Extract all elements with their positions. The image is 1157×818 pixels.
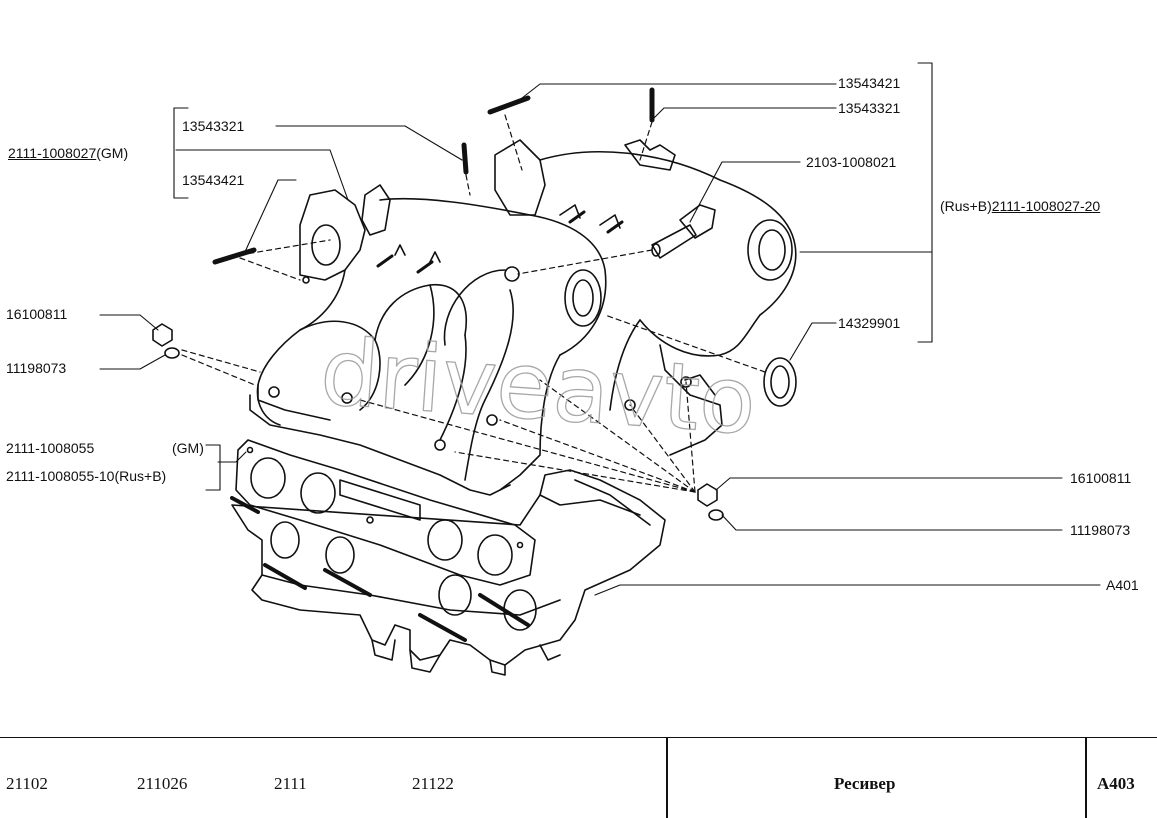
- manifold-rus-prefix: (Rus+B): [940, 198, 992, 214]
- callout-gasket-gm: 2111-1008055: [6, 440, 95, 456]
- cylinder-head-drawing: [230, 469, 666, 676]
- sheet-title: Ресивер: [834, 774, 896, 793]
- title-block: 21102 211026 2111 21122 Ресивер A403: [0, 737, 1157, 818]
- callout-washer-right: 11198073: [1070, 522, 1131, 538]
- intake-manifold-gm-drawing: [249, 184, 607, 496]
- studs-nuts-drawing: [152, 87, 797, 521]
- watermark: driveavto: [317, 318, 759, 455]
- callout-stud-13543421-left: 13543421: [182, 172, 245, 188]
- callout-gasket-gm-suffix: (GM): [172, 440, 204, 456]
- callout-nut-right: 16100811: [1070, 470, 1132, 486]
- gasket-drawing: [235, 439, 536, 586]
- exploded-view-diagram: driveavto: [99, 62, 1101, 676]
- manifold-gm-code: 2111-1008027: [8, 145, 97, 161]
- model-3: 2111: [274, 774, 307, 793]
- sheet-code: A403: [1097, 774, 1135, 793]
- callout-seal-ring: 14329901: [838, 315, 901, 331]
- model-2: 211026: [137, 774, 188, 793]
- callout-fitting: 2103-1008021: [806, 154, 897, 170]
- model-1: 21102: [6, 774, 48, 793]
- callout-head-ref: A401: [1106, 577, 1139, 593]
- callout-stud-13543321-left: 13543321: [182, 118, 245, 134]
- assembly-lines: [181, 114, 766, 493]
- footer-divider-1: [666, 738, 668, 818]
- callout-gasket-rus: 2111-1008055-10(Rus+B): [6, 468, 167, 484]
- leader-lines: [99, 62, 1101, 596]
- callout-nut-left: 16100811: [6, 306, 68, 322]
- callout-stud-13543321-top: 13543321: [838, 100, 901, 116]
- manifold-rus-code: 2111-1008027-20: [991, 198, 1101, 214]
- manifold-gm-suffix: (GM): [96, 145, 129, 161]
- callout-manifold-gm: 2111-1008027(GM): [8, 145, 128, 161]
- callout-stud-13543421-top: 13543421: [838, 75, 901, 91]
- model-4: 21122: [412, 774, 454, 793]
- callout-washer-left: 11198073: [6, 360, 67, 376]
- callout-manifold-rus: (Rus+B)2111-1008027-20: [940, 198, 1100, 214]
- footer-divider-2: [1085, 738, 1087, 818]
